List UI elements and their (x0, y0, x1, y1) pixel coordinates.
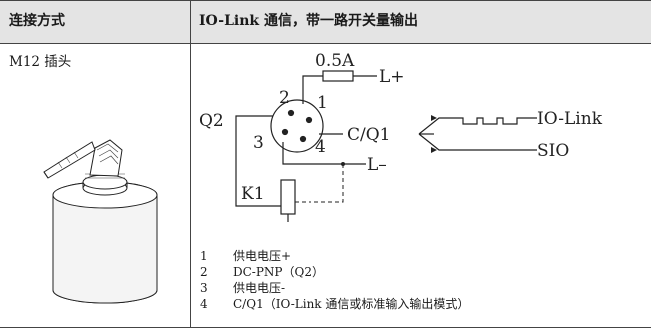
legend-item: 2 DC-PNP（Q2） (200, 264, 469, 280)
m12-plug-illustration (43, 139, 158, 304)
legend-text: 供电电压- (233, 281, 286, 295)
legend-item: 4 C/Q1（IO-Link 通信或标准输入输出模式） (200, 296, 469, 312)
pin-2-label: 2 (279, 88, 290, 108)
legend-number: 3 (200, 281, 208, 295)
legend-item: 3 供电电压- (200, 280, 469, 296)
k1-label: K1 (241, 184, 265, 204)
l-plus-label: L+ (379, 67, 405, 87)
pin-legend: 1 供电电压+ 2 DC-PNP（Q2） 3 供电电压- 4 C/Q1（IO-L… (200, 248, 469, 312)
io-link-label: IO-Link (537, 109, 603, 129)
header-connection-method: 连接方式 (9, 13, 65, 29)
pin-3-label: 3 (253, 133, 264, 153)
fuse-current-label: 0.5A (315, 51, 355, 71)
legend-text: C/Q1（IO-Link 通信或标准输入输出模式） (233, 297, 470, 311)
legend-number: 4 (200, 297, 208, 311)
q2-label: Q2 (199, 111, 224, 131)
legend-number: 1 (200, 249, 208, 263)
wiring-diagram: 0.5A L+ 1 2 Q2 C/Q1 3 4 L– K1 IO-Link SI… (199, 51, 603, 222)
l-minus-label: L– (367, 155, 387, 175)
column-divider (190, 0, 191, 328)
pin-1-label: 1 (317, 93, 328, 113)
legend-text: DC-PNP（Q2） (233, 265, 324, 279)
legend-item: 1 供电电压+ (200, 248, 469, 264)
header-io-link-output: IO-Link 通信，带一路开关量输出 (199, 13, 418, 29)
cq1-label: C/Q1 (347, 125, 391, 145)
table-header: 连接方式 IO-Link 通信，带一路开关量输出 (0, 0, 651, 44)
legend-text: 供电电压+ (233, 249, 292, 263)
pin-4-label: 4 (315, 137, 326, 157)
connector-type: M12 插头 (9, 54, 72, 70)
legend-number: 2 (200, 265, 208, 279)
sio-label: SIO (537, 141, 569, 161)
